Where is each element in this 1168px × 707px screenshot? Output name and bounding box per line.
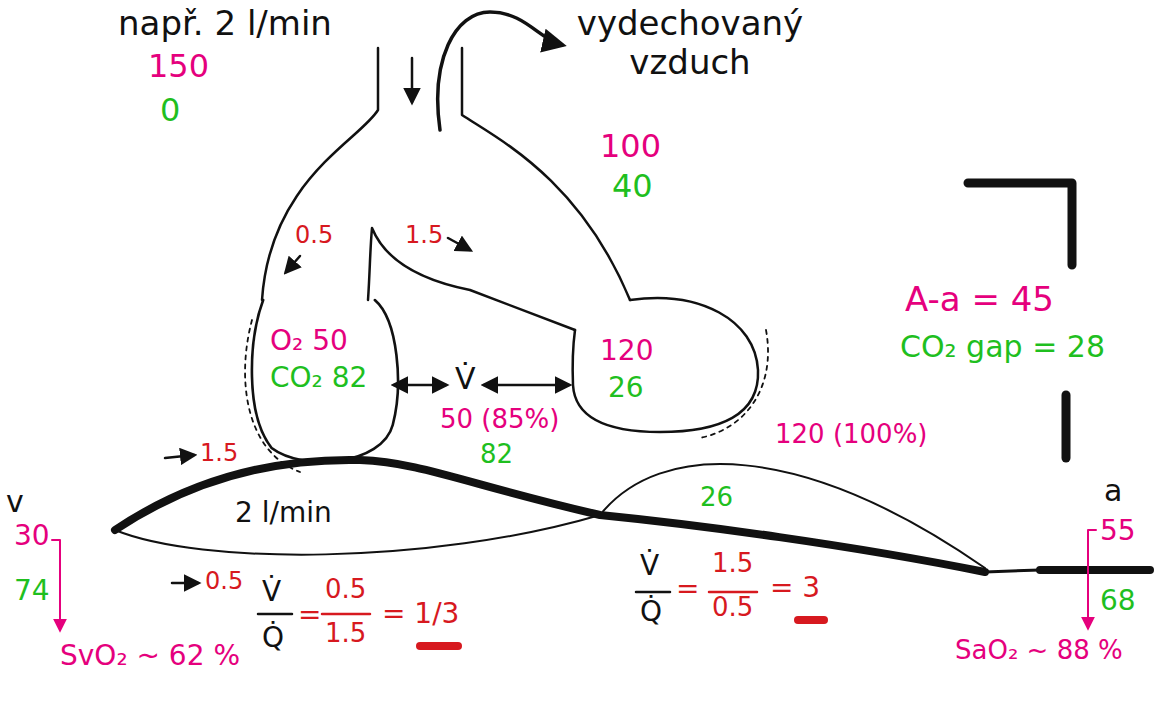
venous-po2: 30 bbox=[14, 520, 50, 552]
alveolus-outline bbox=[570, 290, 760, 435]
alveolar-po2: O₂ 50 bbox=[270, 325, 348, 357]
expired-pco2: 40 bbox=[612, 168, 653, 205]
alveolus: O₂ 50 CO₂ 82 bbox=[240, 300, 398, 470]
equals-sign: = bbox=[298, 599, 321, 631]
flow-arrow bbox=[165, 455, 194, 458]
ventilation-symbol: V̇ bbox=[455, 362, 476, 397]
highlight-underline bbox=[798, 616, 824, 624]
arterial-saturation: SaO₂ ~ 88 % bbox=[955, 636, 1123, 666]
capillary-po2: 50 (85%) bbox=[440, 405, 559, 435]
airflow-value: 0.5 bbox=[295, 222, 333, 250]
venous-saturation: SvO₂ ~ 62 % bbox=[60, 640, 240, 672]
flow-arrow bbox=[172, 582, 198, 585]
expired-air-label: vydechovaný vzduch bbox=[565, 4, 815, 82]
pointer-line bbox=[1088, 530, 1096, 628]
fraction-bar bbox=[636, 591, 670, 594]
blood-flow-total: 2 l/min bbox=[235, 497, 332, 529]
vessel-line bbox=[1040, 566, 1150, 574]
flow-arrow bbox=[448, 238, 470, 250]
fraction-bar bbox=[322, 613, 370, 616]
venous-pco2: 74 bbox=[14, 575, 50, 607]
inhale-arrow bbox=[411, 58, 414, 102]
vessel-line bbox=[115, 460, 985, 572]
airway-wall bbox=[262, 48, 378, 300]
perfusion-symbol: Q̇ bbox=[640, 596, 662, 628]
fraction-number: 1.5 bbox=[325, 619, 366, 649]
capillary-wall bbox=[115, 515, 600, 555]
airway-wall bbox=[462, 48, 630, 300]
arterial-pco2: 68 bbox=[1100, 585, 1136, 617]
ventilation-symbol: V̇ bbox=[262, 576, 281, 608]
vq-ratio: = 1/3 bbox=[382, 598, 459, 630]
vessel-line bbox=[985, 570, 1040, 572]
fraction-bar bbox=[258, 613, 292, 616]
capillary-po2: 120 (100%) bbox=[775, 420, 928, 450]
ventilation-symbol: V̇ bbox=[640, 550, 659, 582]
capillary-pco2: 82 bbox=[480, 440, 513, 470]
blood-flow-value: 1.5 bbox=[200, 440, 238, 468]
exhale-arrow bbox=[438, 12, 562, 130]
pointer-line bbox=[52, 540, 60, 630]
fraction-number: 0.5 bbox=[325, 575, 366, 605]
co2-gap: CO₂ gap = 28 bbox=[900, 330, 1105, 365]
venous-label: v bbox=[6, 485, 24, 520]
fraction-number: 0.5 bbox=[712, 593, 753, 623]
bracket bbox=[1062, 395, 1071, 458]
alveolar-pco2: 26 bbox=[608, 372, 644, 404]
capillary-pco2: 26 bbox=[700, 483, 733, 513]
inspired-pco2: 0 bbox=[160, 92, 180, 129]
equals-sign: = bbox=[676, 573, 699, 605]
inspired-po2: 150 bbox=[148, 48, 209, 85]
bracket bbox=[968, 183, 1072, 265]
aa-gradient: A-a = 45 bbox=[905, 280, 1054, 319]
arterial-po2: 55 bbox=[1100, 515, 1136, 547]
diffusion-arrow bbox=[484, 384, 569, 387]
flow-arrow bbox=[286, 256, 300, 272]
diffusion-arrow bbox=[394, 384, 446, 387]
expired-po2: 100 bbox=[600, 128, 661, 165]
airflow-value: 1.5 bbox=[405, 222, 443, 250]
highlight-underline bbox=[420, 642, 458, 650]
vq-ratio: = 3 bbox=[770, 572, 820, 604]
blood-flow-value: 0.5 bbox=[205, 568, 243, 596]
fraction-number: 1.5 bbox=[712, 549, 753, 579]
alveolar-pco2: CO₂ 82 bbox=[270, 362, 367, 394]
airway-wall bbox=[368, 228, 575, 330]
perfusion-symbol: Q̇ bbox=[262, 622, 284, 654]
alveolus: 12026 bbox=[570, 290, 760, 435]
arterial-label: a bbox=[1104, 474, 1122, 509]
flow-note: např. 2 l/min bbox=[118, 4, 332, 43]
alveolar-po2: 120 bbox=[600, 335, 653, 367]
